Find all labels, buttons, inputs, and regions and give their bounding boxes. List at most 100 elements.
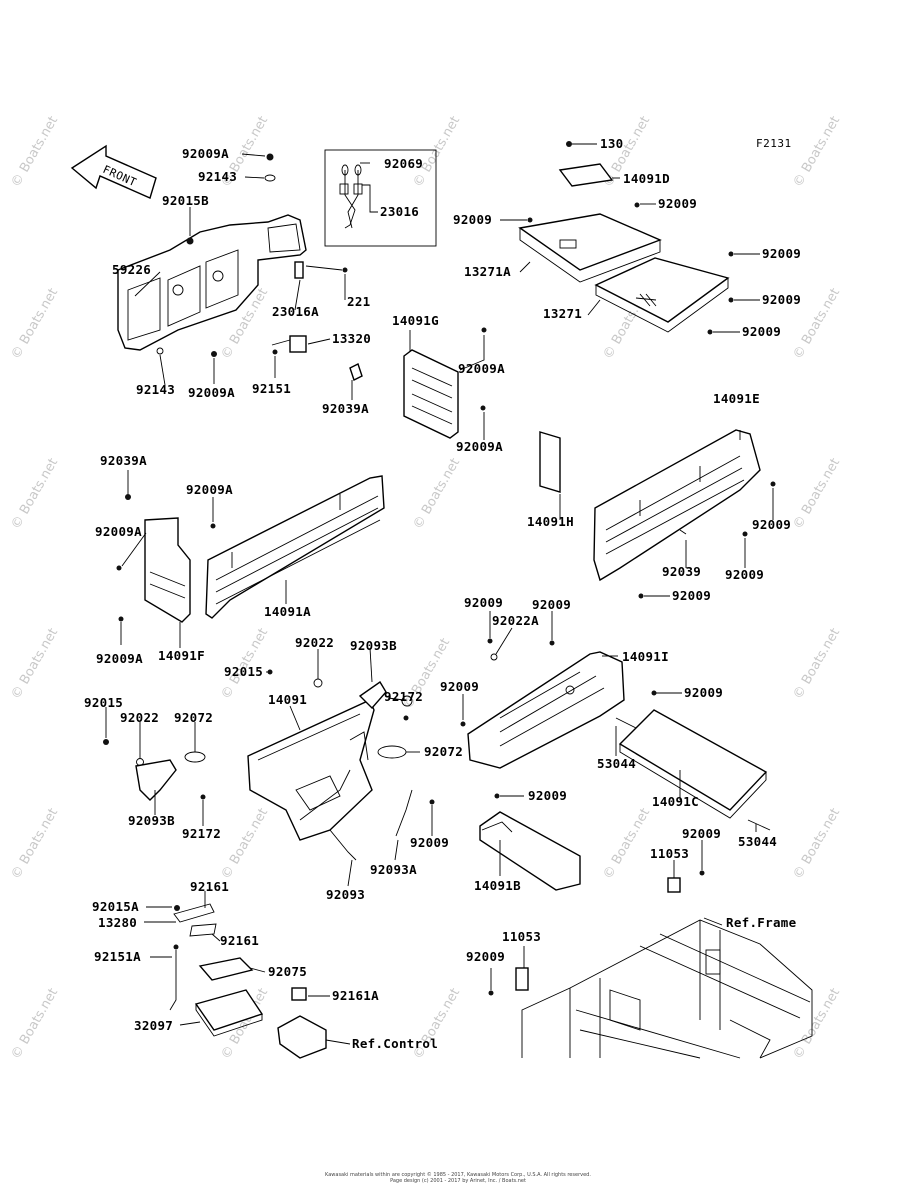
watermark: © Boats.net (790, 986, 843, 1062)
label-92009: 92009 (672, 588, 711, 603)
label-11053: 11053 (502, 929, 541, 944)
bracket-14091F (144, 517, 191, 623)
label-92172: 92172 (384, 689, 423, 704)
label-23016: 23016 (380, 204, 419, 219)
label-92015: 92015 (224, 664, 263, 679)
label-14091: 14091 (268, 692, 307, 707)
label-92009: 92009 (762, 246, 801, 261)
label-221: 221 (347, 294, 370, 309)
label-92009A: 92009A (188, 385, 235, 400)
label-92022A: 92022A (492, 613, 539, 628)
connector-inset-box (324, 149, 437, 247)
label-92093B: 92093B (350, 638, 397, 653)
leader-lines (105, 143, 774, 1045)
pad-92161A (291, 987, 307, 1001)
label-14091F: 14091F (158, 648, 205, 663)
wire-connector (339, 164, 363, 229)
label-92009A: 92009A (186, 482, 233, 497)
label-92009A: 92009A (182, 146, 229, 161)
label-92009: 92009 (440, 679, 479, 694)
label-ref-control: Ref.Control (352, 1036, 438, 1051)
label-92143: 92143 (198, 169, 237, 184)
label-14091B: 14091B (474, 878, 521, 893)
label-14091G: 14091G (392, 313, 439, 328)
label-92093A: 92093A (370, 862, 417, 877)
watermark: © Boats.net (8, 456, 61, 532)
label-92009A: 92009A (96, 651, 143, 666)
cover-14091H (539, 431, 561, 493)
label-23016A: 23016A (272, 304, 319, 319)
label-92009: 92009 (453, 212, 492, 227)
label-92039A: 92039A (100, 453, 147, 468)
watermark: © Boats.net (8, 286, 61, 362)
label-13271: 13271 (543, 306, 582, 321)
label-14091D: 14091D (623, 171, 670, 186)
label-92069: 92069 (384, 156, 423, 171)
label-ref-frame: Ref.Frame (726, 915, 797, 930)
watermark: © Boats.net (600, 806, 653, 882)
label-92009: 92009 (684, 685, 723, 700)
side-panel-14091G (403, 349, 459, 439)
part-labels: 92009A 92143 92015B 59226 92143 92009A 9… (84, 136, 801, 1051)
label-92161: 92161 (190, 879, 229, 894)
label-92039: 92039 (662, 564, 701, 579)
side-panel-14091I (467, 651, 625, 769)
label-11053: 11053 (650, 846, 689, 861)
label-14091E: 14091E (713, 391, 760, 406)
label-14091A: 14091A (264, 604, 311, 619)
label-92151A: 92151A (94, 949, 141, 964)
label-53044: 53044 (738, 834, 777, 849)
side-panel-14091E (593, 429, 761, 582)
front-arrow-icon: FRONT (70, 144, 157, 199)
watermark: © Boats.net (8, 626, 61, 702)
label-92009: 92009 (725, 567, 764, 582)
watermark: © Boats.net (410, 456, 463, 532)
label-92093B: 92093B (128, 813, 175, 828)
label-92022: 92022 (295, 635, 334, 650)
label-92143: 92143 (136, 382, 175, 397)
label-92009: 92009 (464, 595, 503, 610)
label-92009: 92009 (762, 292, 801, 307)
label-92009: 92009 (742, 324, 781, 339)
label-92022: 92022 (120, 710, 159, 725)
plate-14091C (618, 709, 768, 811)
label-92009A: 92009A (95, 524, 142, 539)
label-92015B: 92015B (162, 193, 209, 208)
plate-13271A (518, 213, 662, 271)
control-box (277, 1015, 327, 1059)
watermark: © Boats.net (8, 114, 61, 190)
watermark: © Boats.net (790, 114, 843, 190)
label-13280: 13280 (98, 915, 137, 930)
watermark: © Boats.net (790, 626, 843, 702)
label-14091I: 14091I (622, 649, 669, 664)
label-92009A: 92009A (456, 439, 503, 454)
bracket-11053-lower (515, 967, 529, 991)
bracket-92093B-center (358, 680, 387, 710)
watermark: © Boats.net (790, 456, 843, 532)
label-92015: 92015 (84, 695, 123, 710)
label-14091C: 14091C (652, 794, 699, 809)
watermark: © Boats.net (218, 806, 271, 882)
label-92015A: 92015A (92, 899, 139, 914)
label-92039A: 92039A (322, 401, 369, 416)
label-130: 130 (600, 136, 623, 151)
bracket-14091B (479, 811, 581, 891)
label-92009: 92009 (528, 788, 567, 803)
footer-copyright: Kawasaki materials within are copyright … (325, 1171, 591, 1178)
footer-credits: Page design (c) 2001 - 2017 by Arinet, I… (390, 1178, 526, 1184)
label-92009: 92009 (410, 835, 449, 850)
label-92009A: 92009A (458, 361, 505, 376)
pad-92075 (198, 957, 254, 981)
label-92009: 92009 (682, 826, 721, 841)
label-92072: 92072 (424, 744, 463, 759)
watermark: © Boats.net (8, 806, 61, 882)
label-14091H: 14091H (527, 514, 574, 529)
label-92009: 92009 (466, 949, 505, 964)
front-cover-panel (117, 214, 307, 351)
label-92161A: 92161A (332, 988, 379, 1003)
label-92093: 92093 (326, 887, 365, 902)
label-92075: 92075 (268, 964, 307, 979)
label-92072: 92072 (174, 710, 213, 725)
label-92151: 92151 (252, 381, 291, 396)
